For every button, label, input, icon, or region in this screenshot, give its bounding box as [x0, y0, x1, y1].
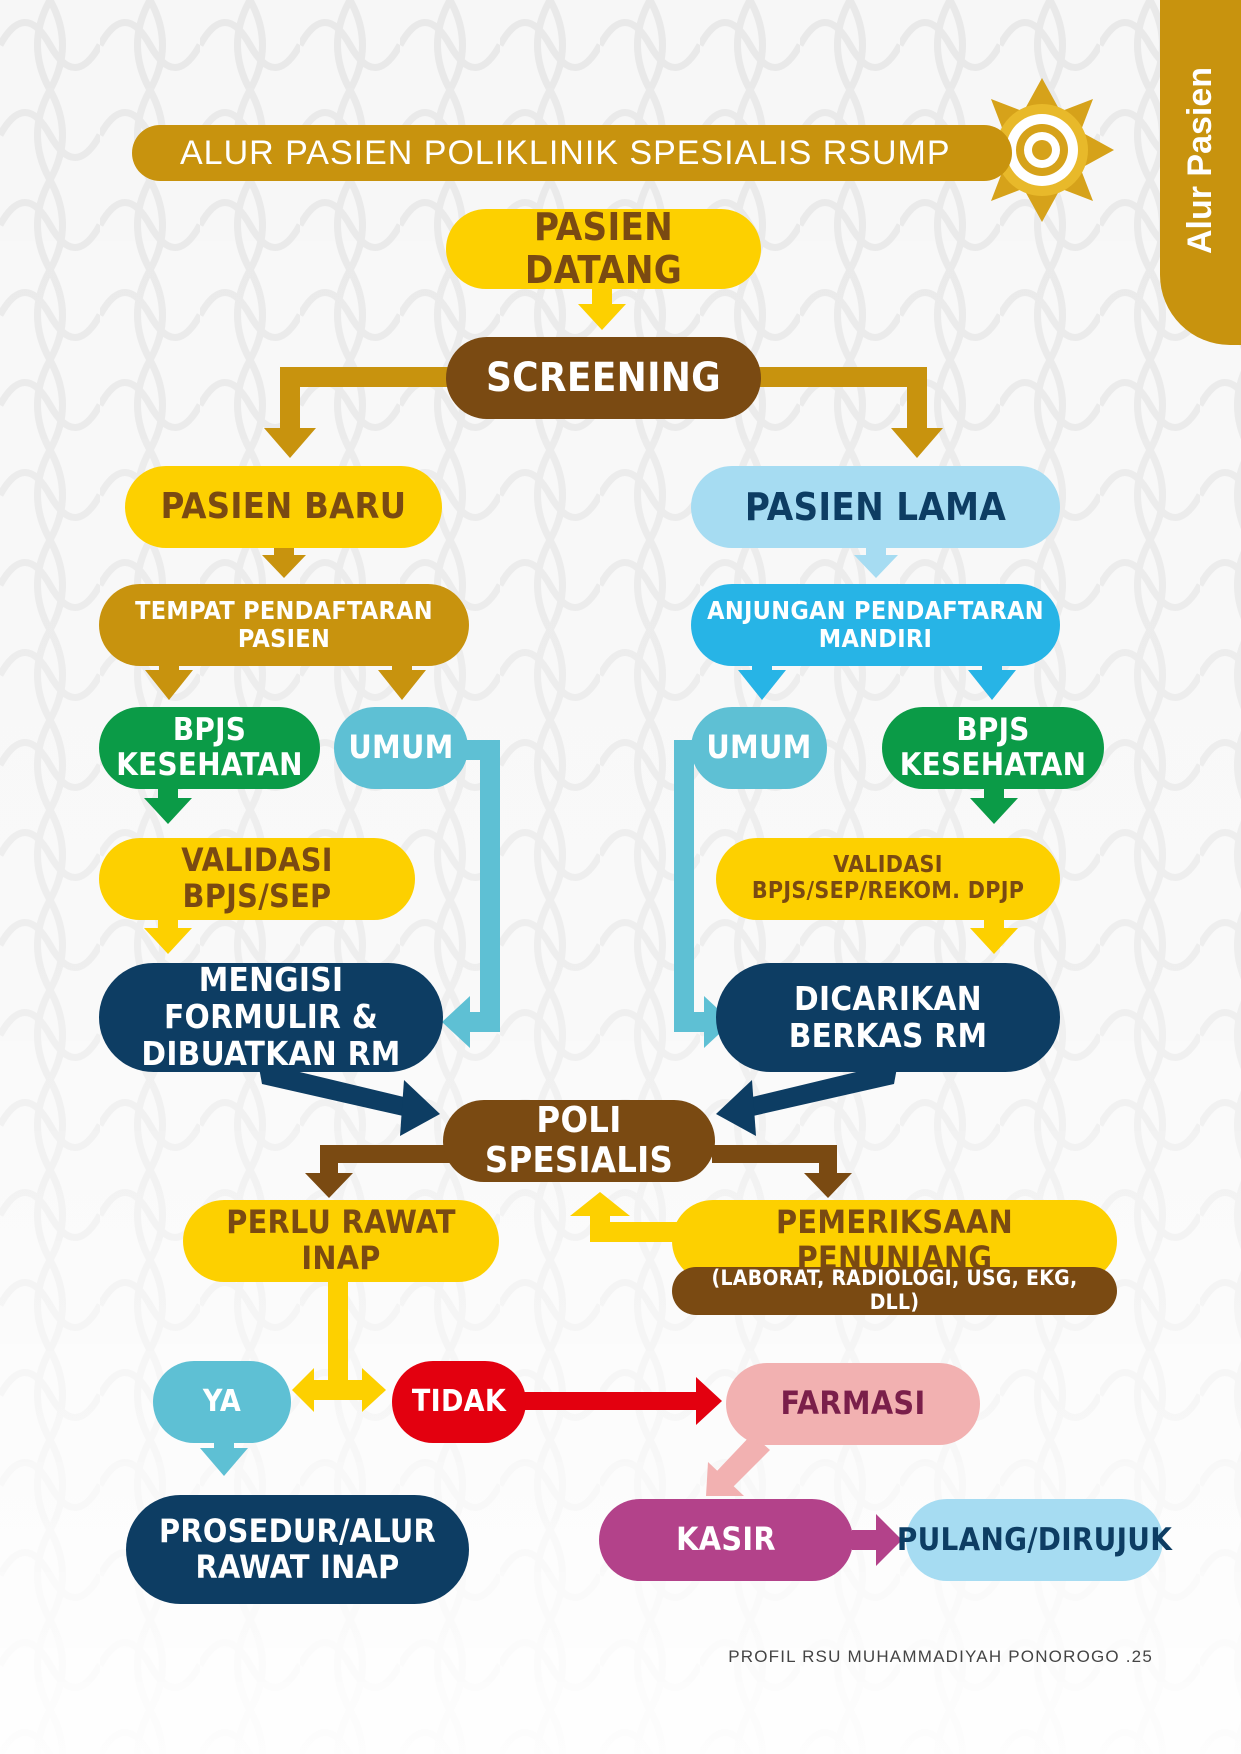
- node-dicarikan-berkas: DICARIKAN BERKAS RM: [716, 963, 1060, 1072]
- arrow-farmasi-kasir: [706, 1434, 770, 1496]
- rsump-emblem-icon: [970, 78, 1114, 222]
- arrow-validasi-mengisi: [144, 918, 192, 954]
- node-umum-left: UMUM: [334, 707, 468, 789]
- node-penunjang-detail: (LABORAT, RADIOLOGI, USG, EKG, DLL): [672, 1267, 1117, 1315]
- arrow-penunjang-poli: [570, 1192, 680, 1242]
- page-title-banner: ALUR PASIEN POLIKLINIK SPESIALIS RSUMP: [132, 125, 1012, 181]
- node-screening: SCREENING: [446, 337, 761, 419]
- side-tab: [1160, 0, 1241, 345]
- arrow-validasi-dicarikan: [970, 918, 1018, 954]
- node-bpjs-kesehatan-right: BPJS KESEHATAN: [882, 707, 1104, 789]
- node-perlu-rawat-inap: PERLU RAWAT INAP: [183, 1200, 499, 1282]
- page-footer: PROFIL RSU MUHAMMADIYAH PONOROGO .25: [728, 1647, 1153, 1666]
- node-tempat-pendaftaran: TEMPAT PENDAFTARAN PASIEN: [99, 584, 469, 666]
- side-tab-label: Alur Pasien: [1181, 66, 1220, 254]
- node-pasien-datang: PASIEN DATANG: [446, 206, 761, 291]
- node-umum-right: UMUM: [691, 707, 827, 789]
- node-validasi-left: VALIDASI BPJS/SEP: [99, 838, 415, 920]
- node-validasi-right: VALIDASI BPJS/SEP/REKOM. DPJP: [716, 838, 1060, 920]
- node-farmasi: FARMASI: [726, 1363, 980, 1445]
- node-ya: YA: [153, 1361, 291, 1443]
- arrow-tidak-farmasi: [522, 1377, 722, 1425]
- arrow-dicarikan-poli: [716, 1062, 898, 1136]
- node-prosedur-rawat-inap: PROSEDUR/ALUR RAWAT INAP: [126, 1495, 469, 1604]
- node-kasir: KASIR: [599, 1499, 853, 1581]
- node-pulang-dirujuk: PULANG/DIRUJUK: [897, 1499, 1172, 1581]
- arrow-bpjs-validasi-right: [970, 788, 1018, 824]
- connector-umum-left-mengisi: [442, 740, 500, 1048]
- node-bpjs-kesehatan-left: BPJS KESEHATAN: [99, 707, 320, 789]
- arrow-mengisi-poli: [258, 1062, 440, 1136]
- node-poli-spesialis: POLI SPESIALIS: [443, 1100, 715, 1182]
- connector-poli-branches: [305, 1145, 852, 1198]
- node-pasien-baru: PASIEN BARU: [125, 466, 442, 548]
- connector-rawat-inap-decision: [292, 1278, 386, 1412]
- arrow-lama-anjungan: [854, 545, 898, 578]
- page-title: ALUR PASIEN POLIKLINIK SPESIALIS RSUMP: [180, 133, 951, 172]
- node-mengisi-formulir: MENGISI FORMULIR & DIBUATKAN RM: [99, 961, 443, 1072]
- arrow-baru-tempat: [262, 545, 306, 578]
- arrow-kasir-pulang: [852, 1514, 902, 1566]
- node-pasien-lama: PASIEN LAMA: [691, 466, 1060, 548]
- arrow-bpjs-validasi-left: [144, 788, 192, 824]
- arrows-anjungan-split: [738, 662, 1016, 700]
- node-anjungan-pendaftaran: ANJUNGAN PENDAFTARAN MANDIRI: [691, 584, 1060, 666]
- connector-screening-branches: [264, 367, 943, 458]
- node-tidak: TIDAK: [392, 1361, 526, 1443]
